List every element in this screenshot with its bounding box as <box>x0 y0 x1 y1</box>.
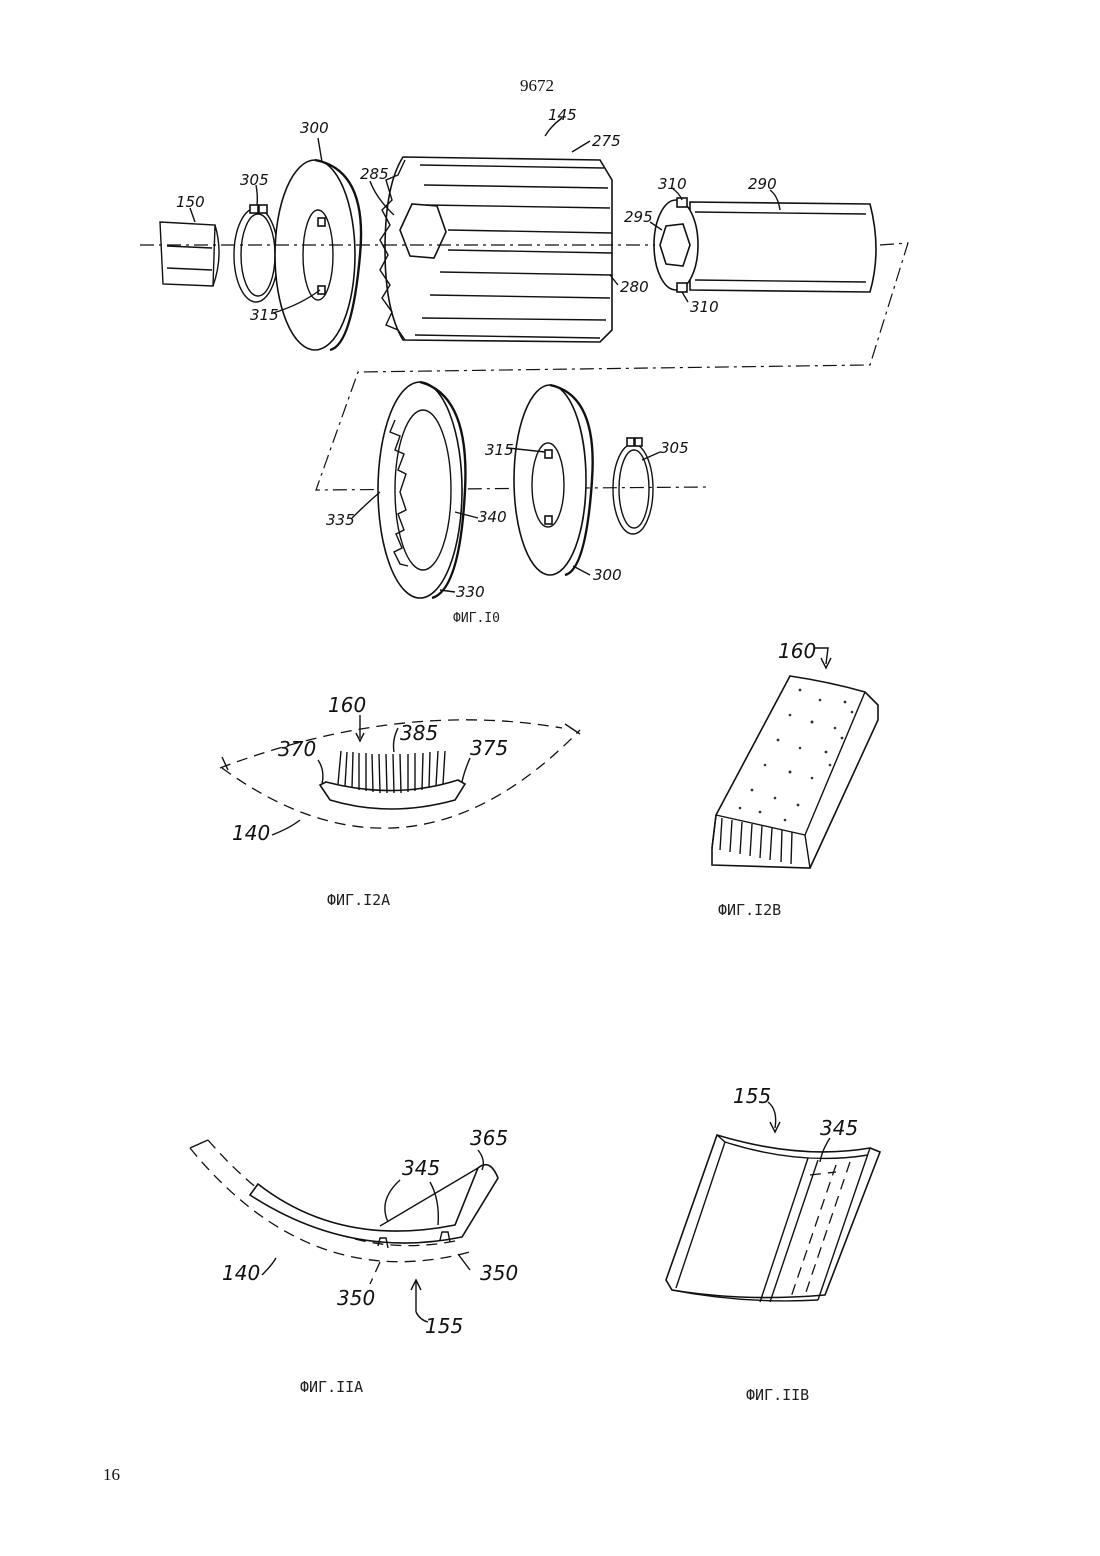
toothed-disc-330 <box>378 382 465 598</box>
brush-bristles-385 <box>338 751 445 793</box>
label-145: 145 <box>548 106 577 124</box>
label-275: 275 <box>592 132 621 150</box>
washer-300-upper <box>275 160 361 350</box>
label-345: 345 <box>402 1156 440 1180</box>
label-315-upper: 315 <box>250 306 279 324</box>
label-365: 365 <box>470 1126 508 1150</box>
label-300-upper: 300 <box>300 119 329 137</box>
label-155-11a: 155 <box>425 1314 463 1338</box>
rotor-145 <box>380 157 612 342</box>
label-300-lower: 300 <box>593 566 622 584</box>
fig11b-segment-block: 155 345 ФИГ.IIB <box>666 1084 880 1404</box>
retaining-ring-305 <box>234 205 278 302</box>
label-330: 330 <box>456 583 485 601</box>
label-370: 370 <box>278 737 316 761</box>
label-140-11a: 140 <box>222 1261 260 1285</box>
label-140: 140 <box>232 821 270 845</box>
label-155-11b: 155 <box>733 1084 771 1108</box>
sleeve-290 <box>654 198 876 292</box>
fig11b-caption: ФИГ.IIB <box>746 1386 809 1404</box>
fig12b-brush-block: 160 ФИГ.I2B <box>712 639 878 919</box>
label-350-left: 350 <box>337 1286 375 1310</box>
label-295: 295 <box>624 208 653 226</box>
label-150: 150 <box>176 193 205 211</box>
fig11a-segment-section: 365 345 140 350 350 155 ФИГ.IIA <box>190 1126 518 1396</box>
label-385: 385 <box>400 721 438 745</box>
label-160: 160 <box>328 693 366 717</box>
fig10-exploded-assembly: 145 275 300 305 150 285 310 290 295 280 … <box>140 106 908 626</box>
fig10-caption: ФИГ.I0 <box>453 611 500 626</box>
label-310-upper: 310 <box>658 175 687 193</box>
label-340: 340 <box>478 508 507 526</box>
label-160-block: 160 <box>778 639 816 663</box>
label-280: 280 <box>620 278 649 296</box>
label-305-lower: 305 <box>660 439 689 457</box>
washer-300-lower <box>514 385 593 575</box>
label-345-11b: 345 <box>820 1116 858 1140</box>
label-315-lower: 315 <box>485 441 514 459</box>
label-305-upper: 305 <box>240 171 269 189</box>
label-375: 375 <box>470 736 508 760</box>
fig12b-caption: ФИГ.I2B <box>718 901 781 919</box>
label-335: 335 <box>326 511 355 529</box>
label-310-lower: 310 <box>690 298 719 316</box>
label-290: 290 <box>748 175 777 193</box>
retaining-ring-305-lower <box>613 438 653 534</box>
fig12a-brush-section: 160 370 385 375 140 ФИГ.I2A <box>220 693 580 909</box>
shaft-150 <box>160 222 219 286</box>
fig11a-caption: ФИГ.IIA <box>300 1378 363 1396</box>
label-350-right: 350 <box>480 1261 518 1285</box>
label-285: 285 <box>360 165 389 183</box>
fig12a-caption: ФИГ.I2A <box>327 891 390 909</box>
